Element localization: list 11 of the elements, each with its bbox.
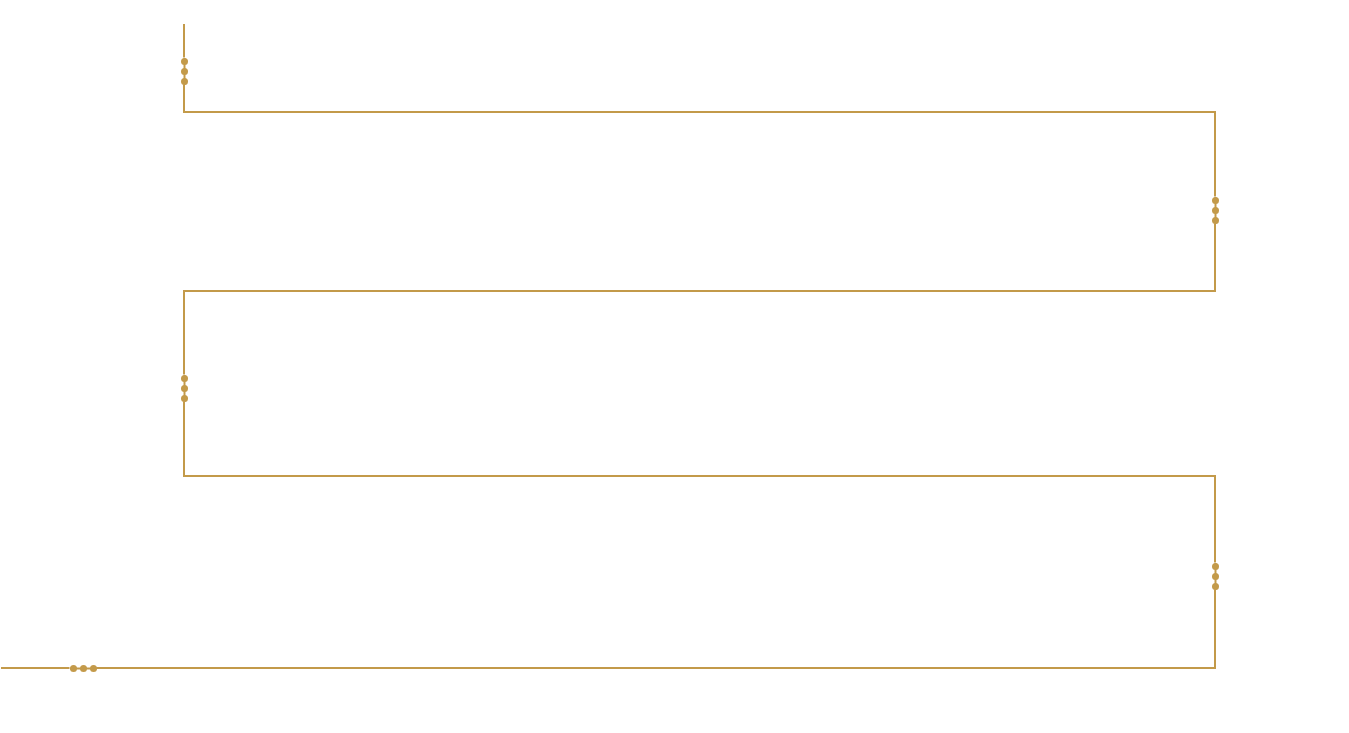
connector-line [0,667,71,669]
connector-line [183,83,1216,198]
connector-line [183,400,1216,564]
connector-line [183,23,185,59]
three-dots-icon [180,374,188,402]
three-dots-icon [1211,562,1219,590]
three-dots-icon [1211,196,1219,224]
three-dots-icon [69,664,97,672]
connector-line [95,588,1216,669]
three-dots-icon [180,57,188,85]
connector-line [183,222,1216,376]
